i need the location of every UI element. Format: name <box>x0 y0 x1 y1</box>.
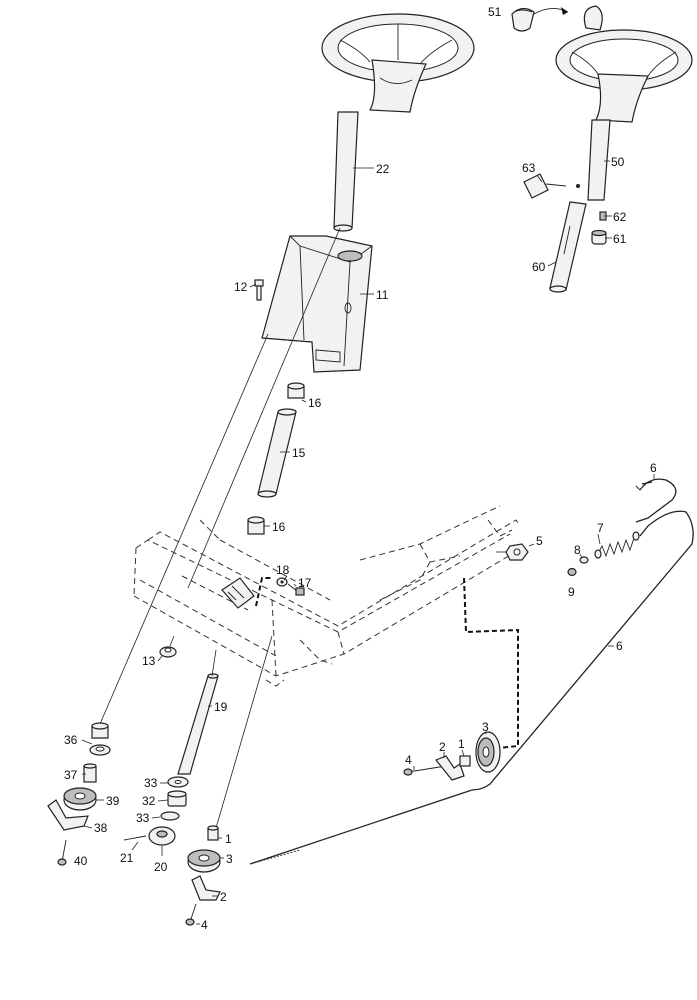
callout-12: 12 <box>234 280 248 294</box>
link-dash-pulley <box>463 577 519 749</box>
nut-9 <box>567 567 577 577</box>
bolt-4-lower <box>185 903 197 926</box>
bolt-40 <box>57 839 67 866</box>
callout-7: 7 <box>597 521 604 535</box>
mounting-bracket-11 <box>261 235 373 373</box>
knob-51 <box>511 7 535 32</box>
washer-8 <box>579 556 589 564</box>
callout-13: 13 <box>142 654 156 668</box>
bushing-16-lower <box>247 516 265 535</box>
bushing-36 <box>89 722 111 756</box>
pulley-3-lower <box>187 849 221 873</box>
callout-21: 21 <box>120 851 134 865</box>
callout-16-lower: 16 <box>272 520 286 534</box>
callout-3-lower: 3 <box>226 852 233 866</box>
chassis-frame <box>133 505 521 687</box>
callout-17: 17 <box>298 576 312 590</box>
bracket-2-lower <box>191 875 221 901</box>
pulley-axis-line <box>215 635 273 829</box>
callout-1-lower: 1 <box>225 832 232 846</box>
cable-6-upper <box>635 478 677 523</box>
callout-6-lower: 6 <box>616 639 623 653</box>
tube-60 <box>549 201 587 293</box>
callout-8: 8 <box>574 543 581 557</box>
knob-63 <box>523 173 567 199</box>
collar-61 <box>591 229 607 245</box>
callout-2-upper: 2 <box>439 740 446 754</box>
callout-6-upper: 6 <box>650 461 657 475</box>
steering-wheel-kit <box>555 5 693 123</box>
callout-60: 60 <box>532 260 546 274</box>
callout-38: 38 <box>94 821 108 835</box>
shaft-50 <box>576 119 611 201</box>
callout-32: 32 <box>142 794 156 808</box>
callout-3-upper: 3 <box>482 720 489 734</box>
callout-4-lower: 4 <box>201 918 208 932</box>
leader-lines <box>81 160 655 925</box>
tube-15 <box>257 408 297 498</box>
washer-33-upper <box>167 776 189 788</box>
washer-33-lower <box>160 811 180 821</box>
callout-51: 51 <box>488 5 502 19</box>
bushing-32 <box>167 790 187 807</box>
callout-22: 22 <box>376 162 390 176</box>
gear-20 <box>148 826 176 846</box>
callout-9: 9 <box>568 585 575 599</box>
callout-63: 63 <box>522 161 536 175</box>
callout-4-upper: 4 <box>405 753 412 767</box>
gear-sector <box>221 577 255 609</box>
bolt-12 <box>254 279 264 301</box>
callout-5: 5 <box>536 534 543 548</box>
washer-18 <box>276 577 288 587</box>
pulley-39 <box>63 787 97 811</box>
callout-37: 37 <box>64 768 78 782</box>
bolt-17 <box>287 583 305 596</box>
steering-shaft-22 <box>333 111 359 232</box>
pulley-3-upper <box>475 731 501 773</box>
bushing-16-upper <box>287 382 305 399</box>
pin-21 <box>123 835 147 841</box>
spacer-1-upper <box>459 755 471 767</box>
callout-15: 15 <box>292 446 306 460</box>
callout-50: 50 <box>611 155 625 169</box>
callout-33-lower: 33 <box>136 811 150 825</box>
callout-62: 62 <box>613 210 627 224</box>
arrow-51 <box>533 7 569 15</box>
cable-6-lower <box>249 510 694 865</box>
callout-16-upper: 16 <box>308 396 322 410</box>
steering-wheel-main <box>321 13 475 113</box>
spacer-37 <box>83 763 97 783</box>
callout-1-upper: 1 <box>458 737 465 751</box>
nut-5 <box>496 543 529 561</box>
callout-18: 18 <box>276 563 290 577</box>
column-axis-line <box>187 227 341 589</box>
callout-2-lower: 2 <box>220 890 227 904</box>
callout-33-upper: 33 <box>144 776 158 790</box>
spring-7 <box>594 531 640 559</box>
shaft-19 <box>177 649 219 775</box>
spacer-1-lower <box>207 825 219 841</box>
bracket-axis-line <box>99 333 269 725</box>
bolt-4-upper <box>403 765 447 776</box>
callout-36: 36 <box>64 733 78 747</box>
nut-13 <box>159 635 177 658</box>
callout-39: 39 <box>106 794 120 808</box>
link-dash-18 <box>255 577 272 607</box>
callout-20: 20 <box>154 860 168 874</box>
bracket-38 <box>47 799 89 831</box>
callout-19: 19 <box>214 700 228 714</box>
callout-40: 40 <box>74 854 88 868</box>
callout-11: 11 <box>376 288 389 302</box>
callout-61: 61 <box>613 232 627 246</box>
